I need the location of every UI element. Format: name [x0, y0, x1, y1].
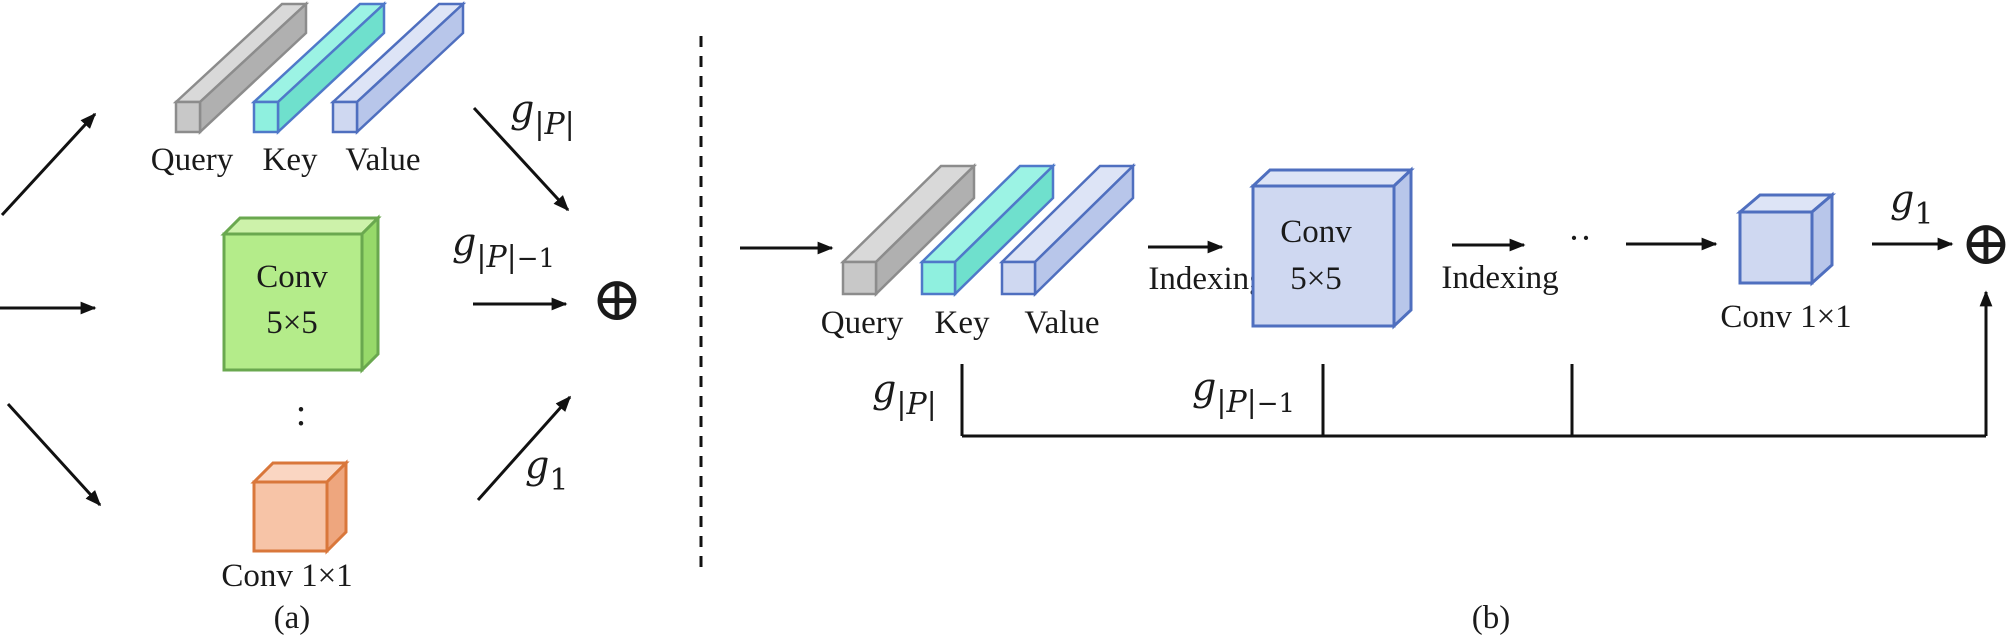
weight-g1-b: g1	[1890, 177, 1933, 232]
value-label: Value	[345, 142, 420, 178]
output-arrow-bottom	[476, 395, 572, 501]
key-bar	[250, 1, 388, 135]
conv5-label-a: Conv	[256, 259, 328, 295]
sum-operator-a: ⊕	[591, 266, 643, 334]
key-bar-b	[918, 163, 1057, 297]
caption-b: (b)	[1472, 600, 1510, 636]
output-arrow-top	[472, 106, 570, 212]
conv1-orange-cube	[250, 459, 350, 555]
caption-a: (a)	[274, 600, 311, 636]
panel-a: Query Key Value Conv 5×5 : Conv 1×1 g|P|…	[0, 1, 643, 636]
sum-operator-b: ⊕	[1960, 210, 2012, 278]
key-label: Key	[263, 142, 318, 178]
indexing-label-2: Indexing	[1441, 260, 1558, 296]
conv5-size-a: 5×5	[266, 305, 318, 341]
value-bar	[329, 1, 467, 135]
weight-gP1-b: g|P|−1	[1192, 365, 1295, 420]
weight-gP-b: g|P|	[872, 367, 937, 422]
indexing-label-1: Indexing	[1148, 261, 1265, 297]
weight-gP-a: g|P|	[510, 87, 575, 142]
horizontal-ellipsis: ··	[1568, 218, 1592, 258]
qkv-bars-a	[172, 1, 467, 135]
query-bar-b	[839, 163, 978, 297]
conv5-blue-cube	[1249, 166, 1415, 330]
conv5-label-b: Conv	[1280, 214, 1352, 250]
conv1-label-a: Conv 1×1	[221, 558, 352, 594]
panel-b: Query Key Value Indexing Conv 5×5 Indexi…	[740, 163, 2012, 636]
value-label-b: Value	[1024, 305, 1099, 341]
vertical-dots: :	[296, 392, 307, 434]
input-arrow-bottom	[6, 402, 102, 507]
query-label: Query	[151, 142, 234, 178]
query-label-b: Query	[821, 305, 904, 341]
conv1-blue-cube	[1735, 191, 1837, 287]
conv5-green-cube	[220, 214, 382, 374]
weight-g1-a: g1	[525, 443, 568, 498]
weight-gP1-a: g|P|−1	[452, 220, 555, 275]
input-arrow-top	[0, 112, 97, 217]
query-bar	[172, 1, 310, 135]
conv1-label-b: Conv 1×1	[1720, 299, 1851, 335]
qkv-bars-b	[839, 163, 1137, 297]
value-bar-b	[998, 163, 1137, 297]
key-label-b: Key	[935, 305, 990, 341]
conv5-size-b: 5×5	[1290, 261, 1342, 297]
